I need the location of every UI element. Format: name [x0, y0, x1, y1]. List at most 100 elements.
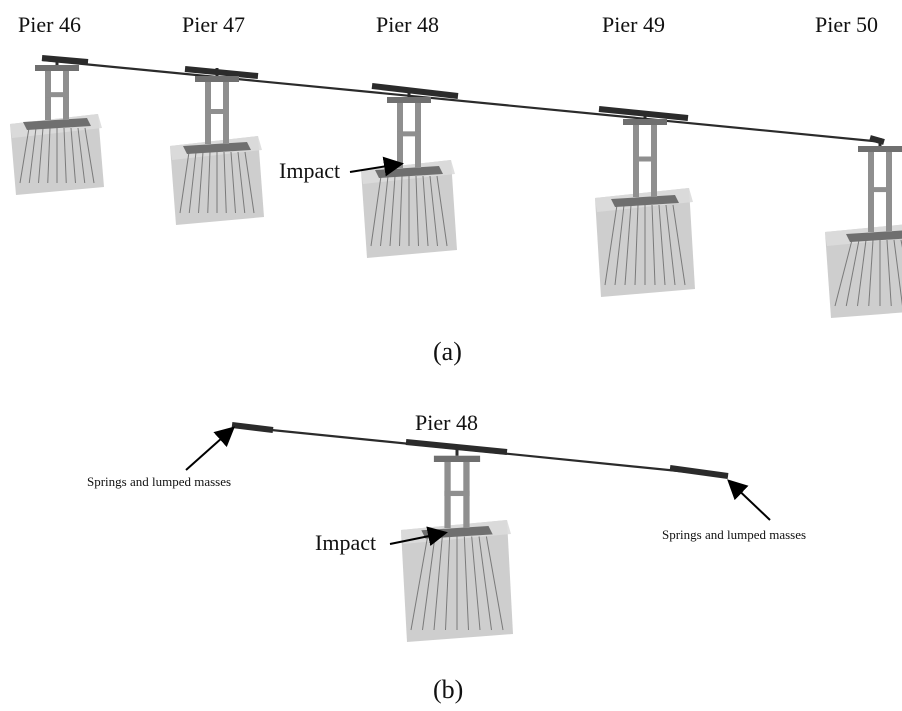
pier-47-label: Pier 47 [182, 12, 245, 37]
impact-arrow-a [349, 156, 404, 177]
pile-a-49-0 [604, 204, 618, 286]
left-springs-annotation: Springs and lumped masses [87, 474, 232, 489]
pile-a-46-8 [84, 127, 95, 184]
pile-a-49-1 [614, 204, 625, 286]
pier-cap-beam-a-49 [623, 119, 667, 125]
caption-a: (a) [433, 337, 462, 366]
pile-b-48-2 [433, 536, 443, 631]
pile-a-49-6 [658, 204, 666, 286]
pile-a-47-3 [207, 151, 211, 214]
pile-a-48-7 [429, 175, 438, 247]
pile-a-47-8 [244, 151, 255, 214]
pile-a-47-7 [237, 151, 246, 214]
pier-group-a-47 [170, 68, 264, 225]
pile-b-48-5 [463, 536, 469, 631]
pier-cap-beam-a-48 [387, 97, 431, 103]
impact-label-b: Impact [315, 530, 377, 555]
pier-strut-b-48 [444, 490, 470, 497]
pier-group-a-46 [10, 57, 104, 195]
pile-cap-a-50 [846, 230, 902, 242]
pier-group-b-48 [401, 447, 513, 642]
pier-group-a-50 [825, 138, 902, 318]
pier-strut-a-49 [633, 156, 657, 162]
pile-a-48-5 [415, 175, 419, 247]
left-springs-arrow [185, 426, 235, 471]
pier-cap-beam-a-50 [858, 146, 902, 152]
right-springs-arrow [727, 479, 771, 521]
pile-a-46-3 [47, 127, 51, 184]
bearing-a-50 [878, 138, 882, 146]
pile-a-48-0 [370, 175, 382, 247]
impact-arrow-b [389, 526, 448, 546]
pile-a-48-8 [436, 175, 448, 247]
spring-mass-segment-b-1 [405, 439, 508, 455]
pile-b-48-7 [478, 536, 492, 631]
panel-b-model [231, 422, 729, 642]
bearing-a-46 [55, 57, 59, 65]
pier-strut-a-48 [397, 131, 421, 137]
pile-a-48-3 [399, 175, 403, 247]
pile-a-47-6 [230, 151, 236, 214]
pile-a-46-6 [70, 127, 76, 184]
panel-a-model [10, 55, 902, 318]
pile-a-49-5 [651, 204, 656, 286]
pile-a-48-2 [389, 175, 396, 247]
pier-strut-a-47 [205, 109, 229, 114]
spring-mass-segment-a-0 [41, 55, 89, 65]
pile-a-48-6 [422, 175, 429, 247]
pile-a-49-3 [634, 204, 639, 286]
pile-cap-a-46 [23, 118, 91, 130]
bearing-a-48 [407, 89, 411, 97]
pier-49-label: Pier 49 [602, 12, 665, 37]
spring-mass-segment-a-1 [184, 66, 259, 79]
pier-cap-beam-a-47 [195, 76, 239, 82]
caption-b: (b) [433, 675, 464, 704]
pile-b-48-0 [410, 536, 429, 631]
right-springs-annotation: Springs and lumped masses [662, 527, 807, 542]
pile-a-49-2 [624, 204, 632, 286]
pile-a-50-6 [893, 239, 902, 307]
pile-a-46-5 [63, 127, 67, 184]
pile-a-49-8 [672, 204, 686, 286]
pier-group-a-48 [361, 89, 457, 258]
bearing-a-47 [215, 68, 219, 76]
bearing-a-49 [643, 111, 647, 119]
pile-a-50-0 [834, 239, 853, 307]
soil-block-a-50 [825, 224, 902, 318]
pier-48-label: Pier 48 [376, 12, 439, 37]
pile-a-50-1 [845, 239, 860, 307]
pier-strut-a-46 [45, 92, 69, 98]
spring-mass-segment-a-2 [371, 83, 459, 99]
pile-a-47-1 [188, 151, 197, 214]
pier-strut-a-50 [868, 187, 892, 193]
spring-mass-segment-b-0 [231, 422, 274, 433]
pier-group-a-49 [595, 111, 695, 297]
pile-a-46-7 [77, 127, 86, 184]
pile-a-46-0 [19, 127, 30, 184]
girder-line-a [41, 58, 884, 144]
pile-a-46-2 [38, 127, 44, 184]
pile-cap-a-49 [611, 195, 679, 207]
pile-a-50-5 [886, 239, 892, 307]
bearing-b-48 [455, 447, 459, 456]
pile-b-48-6 [471, 536, 481, 631]
pile-a-49-7 [665, 204, 676, 286]
pile-cap-a-47 [183, 142, 251, 154]
pile-a-50-2 [857, 239, 867, 307]
pile-a-47-5 [223, 151, 227, 214]
pier-46-label: Pier 46 [18, 12, 81, 37]
pile-a-50-3 [868, 239, 874, 307]
pile-a-47-0 [179, 151, 190, 214]
pile-b-48-1 [422, 536, 436, 631]
spring-mass-segment-a-4 [869, 135, 885, 145]
pier-48-label-b: Pier 48 [415, 410, 478, 435]
pile-b-48-8 [485, 536, 504, 631]
pier-cap-beam-b-48 [433, 455, 481, 462]
pile-a-46-1 [28, 127, 37, 184]
spring-mass-segment-b-2 [669, 465, 729, 479]
pier-50-label: Pier 50 [815, 12, 878, 37]
pile-a-47-2 [198, 151, 204, 214]
pile-a-48-1 [380, 175, 389, 247]
impact-label-a: Impact [279, 158, 341, 183]
